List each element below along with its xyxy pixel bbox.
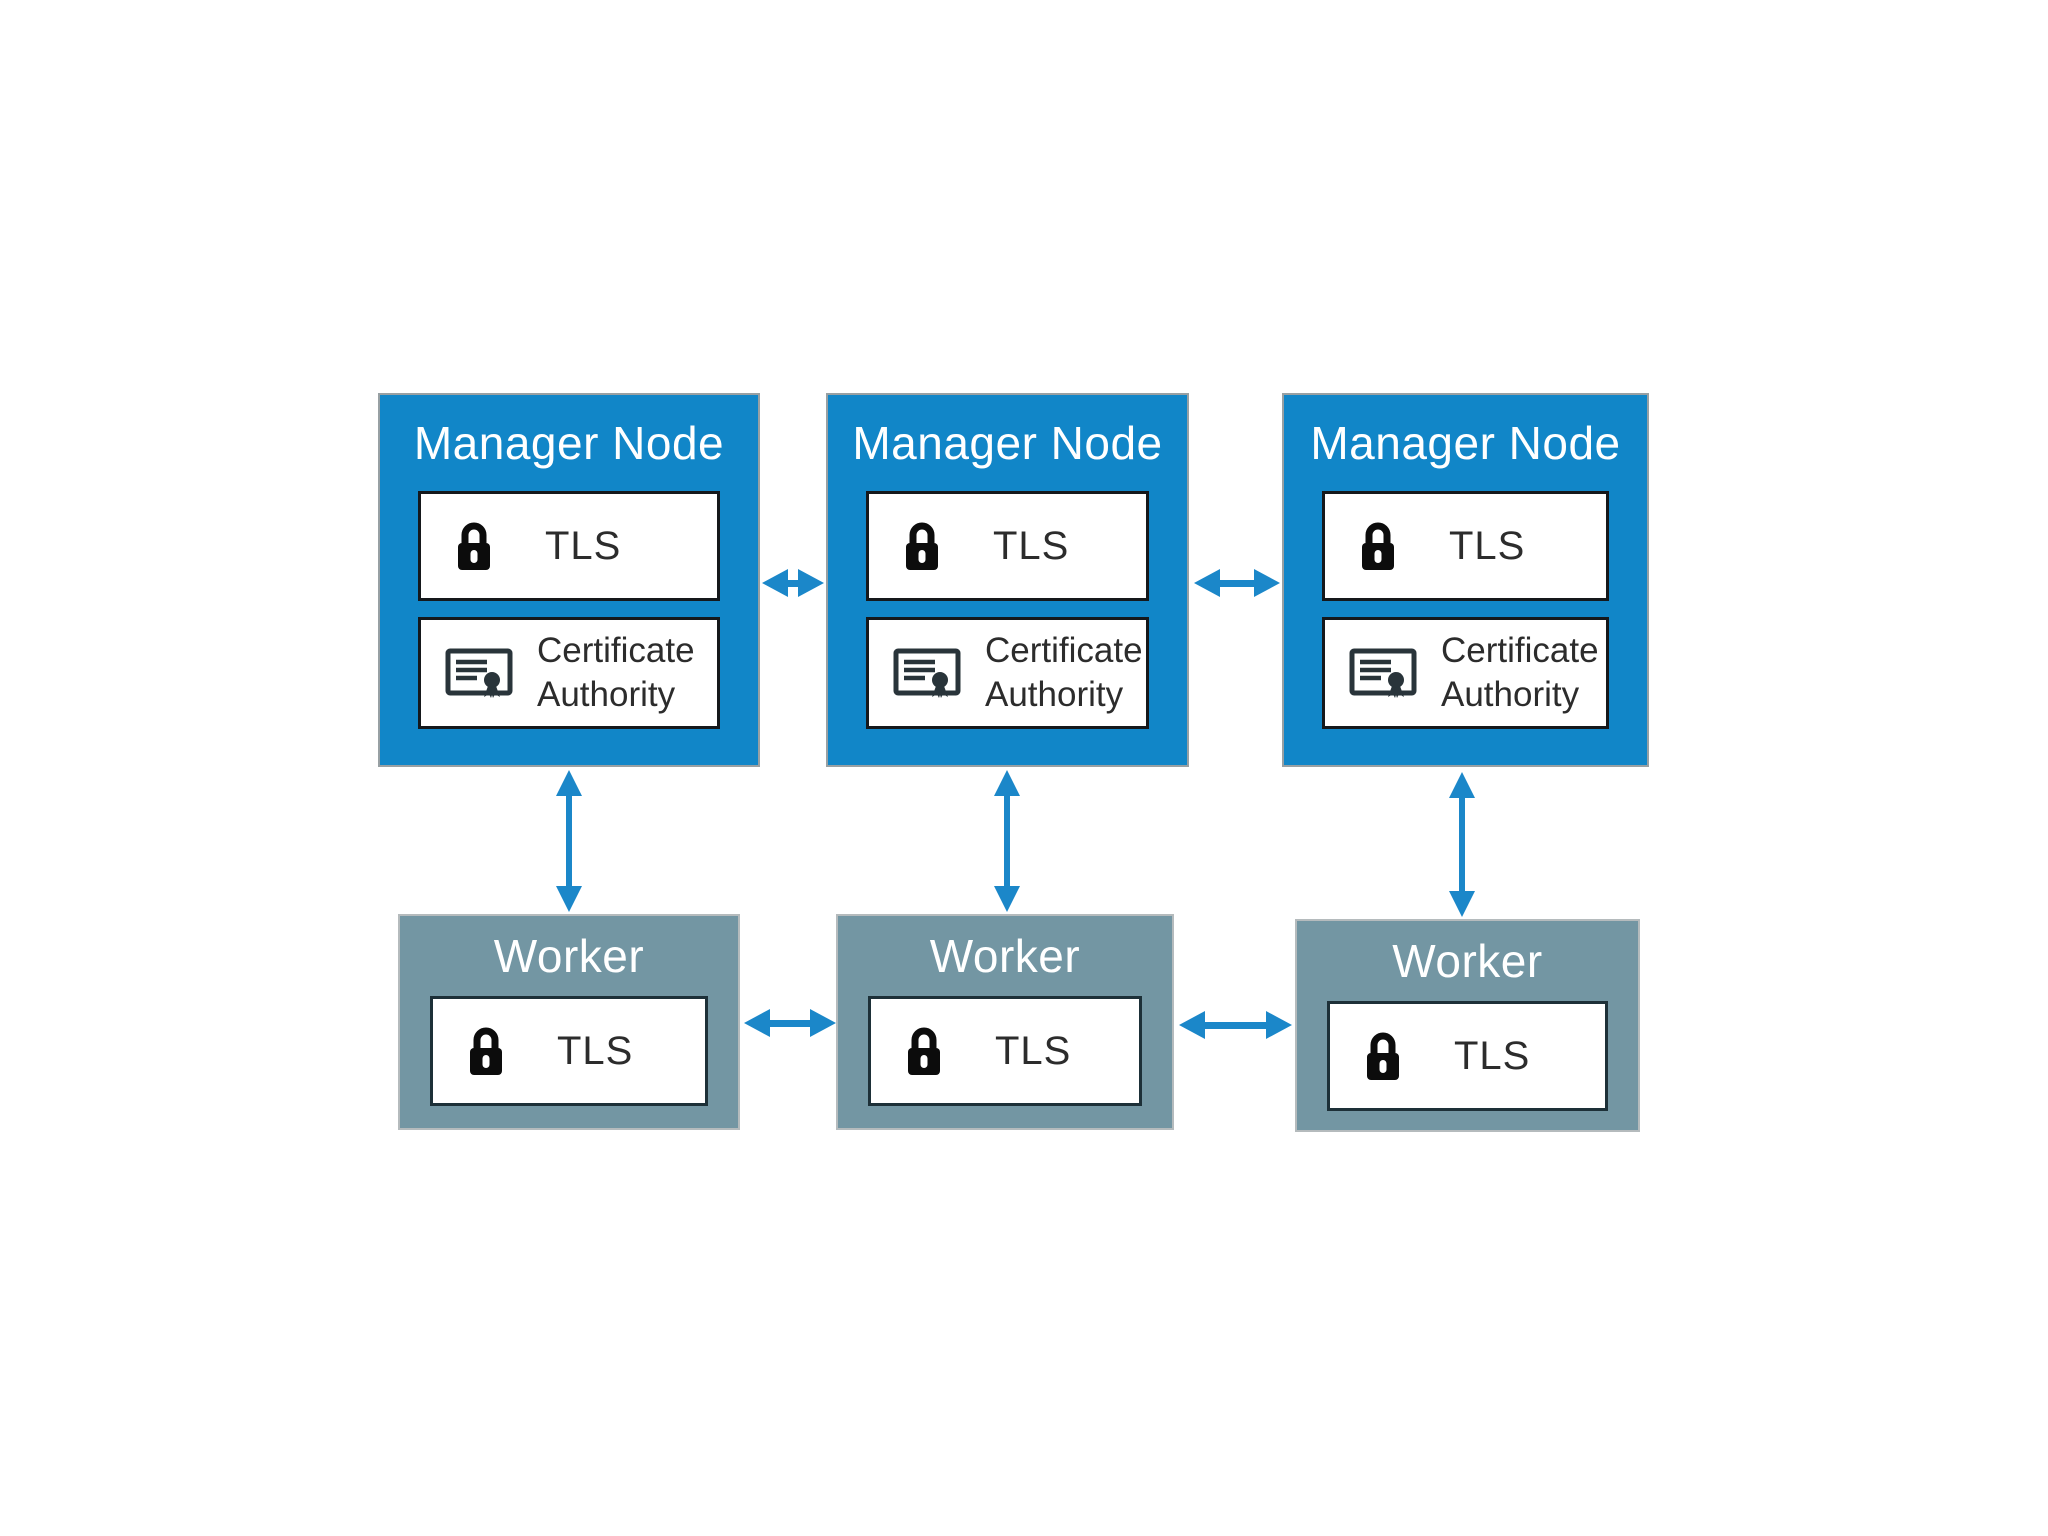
manager-1-tls-box: TLS xyxy=(418,491,720,601)
manager-3-tls-box: TLS xyxy=(1322,491,1609,601)
arrow-shaft xyxy=(566,796,572,886)
arrow-manager3-worker3 xyxy=(1449,772,1475,917)
worker-3-tls-box: TLS xyxy=(1327,1001,1608,1111)
arrowhead-up xyxy=(994,770,1020,796)
worker-3-title: Worker xyxy=(1297,921,1638,1001)
manager-1-certificate-authority-label: Certificate Authority xyxy=(537,631,695,714)
arrow-worker2-worker3 xyxy=(1179,1011,1292,1039)
manager-2-tls-label: TLS xyxy=(993,523,1070,568)
manager-1-title-text: Manager Node xyxy=(413,417,725,469)
arrow-manager2-worker2 xyxy=(994,770,1020,912)
worker-1-title: Worker xyxy=(400,916,738,996)
worker-2-tls-label: TLS xyxy=(995,1028,1072,1073)
arrowhead-left xyxy=(1194,569,1220,597)
arrow-shaft xyxy=(1220,579,1254,587)
manager-2-tls-box: TLS xyxy=(866,491,1149,601)
arrowhead-left xyxy=(744,1009,770,1037)
worker-1-title-text: Worker xyxy=(493,930,645,982)
lock-icon xyxy=(906,522,938,570)
arrowhead-up xyxy=(556,770,582,796)
arrow-shaft xyxy=(1459,798,1465,891)
manager-3-title-text: Manager Node xyxy=(1310,417,1621,469)
arrow-manager1-worker1 xyxy=(556,770,582,912)
manager-2-title: Manager Node xyxy=(828,395,1187,491)
worker-1-body: TLS xyxy=(400,996,738,1128)
worker-2-tls-box: TLS xyxy=(868,996,1142,1106)
manager-3-tls-label: TLS xyxy=(1449,523,1526,568)
worker-1-tls-label: TLS xyxy=(557,1028,634,1073)
manager-1-tls-label: TLS xyxy=(545,523,622,568)
arrow-manager2-manager3 xyxy=(1194,569,1280,597)
node-worker-2: Worker TLS xyxy=(836,914,1174,1130)
certificate-icon xyxy=(893,648,961,698)
lock-icon xyxy=(458,522,490,570)
arrowhead-down xyxy=(994,886,1020,912)
certificate-icon xyxy=(1349,648,1417,698)
lock-icon xyxy=(908,1027,940,1075)
arrow-worker1-worker2 xyxy=(744,1009,836,1037)
manager-3-body: TLS Certificate Authority xyxy=(1284,491,1647,765)
manager-2-body: TLS Certificate Authority xyxy=(828,491,1187,765)
worker-1-tls-box: TLS xyxy=(430,996,708,1106)
arrowhead-down xyxy=(1449,891,1475,917)
worker-3-title-text: Worker xyxy=(1392,935,1543,987)
manager-1-body: TLS Certificate Authority xyxy=(380,491,758,765)
lock-icon xyxy=(1362,522,1394,570)
arrow-shaft xyxy=(1205,1021,1266,1029)
arrow-shaft xyxy=(788,579,798,587)
arrowhead-down xyxy=(556,886,582,912)
manager-2-certificate-authority-box: Certificate Authority xyxy=(866,617,1149,729)
arrowhead-right xyxy=(798,569,824,597)
manager-3-certificate-authority-label: Certificate Authority xyxy=(1441,631,1599,714)
arrow-manager1-manager2 xyxy=(762,569,824,597)
worker-2-body: TLS xyxy=(838,996,1172,1128)
worker-2-title: Worker xyxy=(838,916,1172,996)
arrow-shaft xyxy=(1004,796,1010,886)
arrowhead-left xyxy=(762,569,788,597)
arrowhead-right xyxy=(1266,1011,1292,1039)
certificate-icon xyxy=(445,648,513,698)
manager-3-certificate-authority-box: Certificate Authority xyxy=(1322,617,1609,729)
worker-2-title-text: Worker xyxy=(929,930,1081,982)
manager-1-certificate-authority-box: Certificate Authority xyxy=(418,617,720,729)
worker-3-body: TLS xyxy=(1297,1001,1638,1130)
worker-3-tls-label: TLS xyxy=(1454,1033,1531,1078)
lock-icon xyxy=(1367,1032,1399,1080)
node-worker-3: Worker TLS xyxy=(1295,919,1640,1132)
arrowhead-right xyxy=(810,1009,836,1037)
manager-2-certificate-authority-label: Certificate Authority xyxy=(985,631,1143,714)
arrowhead-left xyxy=(1179,1011,1205,1039)
node-manager-2: Manager Node TLS xyxy=(826,393,1189,767)
lock-icon xyxy=(470,1027,502,1075)
arrow-shaft xyxy=(770,1019,810,1027)
arrowhead-right xyxy=(1254,569,1280,597)
manager-1-title: Manager Node xyxy=(380,395,758,491)
node-manager-1: Manager Node TLS xyxy=(378,393,760,767)
arrowhead-up xyxy=(1449,772,1475,798)
node-manager-3: Manager Node TLS xyxy=(1282,393,1649,767)
manager-3-title: Manager Node xyxy=(1284,395,1647,491)
manager-2-title-text: Manager Node xyxy=(852,417,1163,469)
node-worker-1: Worker TLS xyxy=(398,914,740,1130)
